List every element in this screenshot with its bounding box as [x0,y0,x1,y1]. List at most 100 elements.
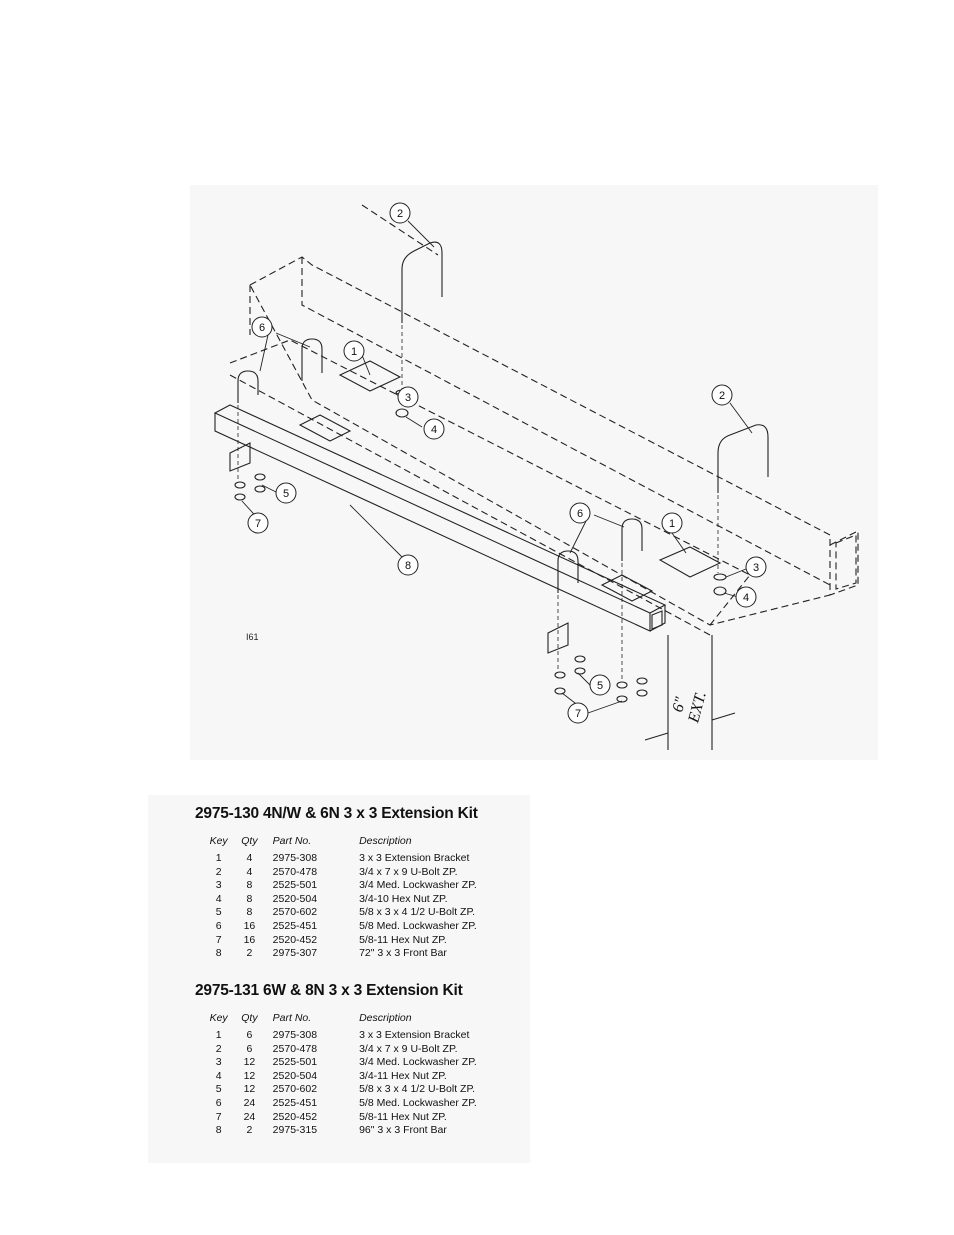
cell-key: 6 [215,919,222,932]
cell-part: 2570-602 [272,1083,318,1096]
table-row: 5 12 2570-602 5/8 x 3 x 4 1/2 U-Bolt ZP. [205,1083,525,1097]
cell-key: 7 [215,1110,222,1123]
cell-key: 1 [215,852,222,864]
drawing-code: I61 [246,632,259,642]
callout-7a: 7 [255,518,261,530]
col-desc: Description [359,1012,412,1024]
callout-3b: 3 [753,562,759,574]
callout-numbers: 2 2 6 6 1 1 3 3 4 4 5 5 7 7 8 [255,208,759,720]
cell-key: 2 [215,1042,222,1055]
cell-qty: 2 [246,1124,253,1137]
cell-qty: 4 [246,852,253,864]
table-row: 6 24 2525-451 5/8 Med. Lockwasher ZP. [205,1097,525,1111]
callout-7b: 7 [575,708,581,720]
frame-rail-outline [249,204,859,626]
cell-key: 3 [215,879,222,892]
cell-key: 3 [215,1056,222,1069]
table-header-row: Key Qty Part No. Description [205,1012,525,1029]
col-desc: Description [359,835,412,847]
cell-key: 2 [215,865,222,878]
cell-part: 2525-501 [272,1056,318,1069]
table-row: 2 4 2570-478 3/4 x 7 x 9 U-Bolt ZP. [205,866,525,880]
cell-part: 2520-504 [272,892,318,905]
kit-title: 2975-131 6W & 8N 3 x 3 Extension Kit [195,982,463,999]
cell-qty: 16 [243,919,256,932]
small-u-bolts [237,338,643,593]
callout-leaders [241,220,753,714]
cell-desc: 96" 3 x 3 Front Bar [359,1124,447,1137]
extension-dimension [644,635,736,750]
cell-part: 2570-602 [272,906,318,919]
cell-key: 4 [215,892,222,905]
cell-key: 8 [215,947,222,960]
table-row: 5 8 2570-602 5/8 x 3 x 4 1/2 U-Bolt ZP. [205,906,525,920]
cell-key: 5 [215,1083,222,1096]
callout-6a: 5 [283,488,289,500]
extension-label-line2: EXT. [685,690,710,726]
cell-key: 5 [215,906,222,919]
cell-qty: 12 [243,1056,256,1069]
kit-title: 2975-130 4N/W & 6N 3 x 3 Extension Kit [195,805,478,822]
callout-5a: 6 [259,322,265,334]
cell-key: 4 [215,1069,222,1082]
large-u-bolts [401,241,769,493]
cell-qty: 24 [243,1096,256,1109]
callout-circles [247,202,767,724]
table-row: 3 12 2525-501 3/4 Med. Lockwasher ZP. [205,1056,525,1070]
cell-desc: 3/4 Med. Lockwasher ZP. [359,879,477,892]
cell-qty: 12 [243,1083,256,1096]
cell-part: 2570-478 [272,1042,318,1055]
callout-3a: 3 [405,392,411,404]
col-key: Key [209,1012,228,1024]
col-part: Part No. [272,1012,312,1024]
parts-lists: 2975-130 4N/W & 6N 3 x 3 Extension Kit K… [148,795,530,1163]
cell-part: 2975-307 [272,947,318,960]
cell-qty: 24 [243,1110,256,1123]
cell-desc: 5/8 x 3 x 4 1/2 U-Bolt ZP. [359,1083,476,1096]
cell-desc: 5/8 Med. Lockwasher ZP. [359,1096,477,1109]
table-row: 6 16 2525-451 5/8 Med. Lockwasher ZP. [205,920,525,934]
col-part: Part No. [272,835,312,847]
cell-part: 2525-451 [272,1096,318,1109]
cell-part: 2570-478 [272,865,318,878]
cell-desc: 3 x 3 Extension Bracket [359,1029,470,1041]
cell-desc: 5/8 x 3 x 4 1/2 U-Bolt ZP. [359,906,476,919]
callout-8: 8 [405,560,411,572]
cell-qty: 6 [246,1042,253,1055]
extension-label-line1: 6" [669,695,689,714]
cell-desc: 5/8-11 Hex Nut ZP. [359,1110,447,1123]
callout-2a: 2 [397,208,403,220]
cell-key: 1 [215,1029,222,1041]
callout-5b: 6 [577,508,583,520]
explode-lines [237,325,719,681]
cell-part: 2525-451 [272,919,318,932]
cell-qty: 8 [246,906,253,919]
cell-qty: 16 [243,933,256,946]
kit-2975-131: 2975-131 6W & 8N 3 x 3 Extension Kit Key… [195,982,525,1138]
cell-part: 2520-504 [272,1069,318,1082]
exploded-parts-drawing: 2 2 6 6 1 1 3 3 4 4 5 5 7 7 8 I61 6" EXT… [190,185,878,760]
cell-desc: 3 x 3 Extension Bracket [359,852,470,864]
callout-1a: 1 [351,346,357,358]
cell-key: 7 [215,933,222,946]
cell-desc: 3/4 Med. Lockwasher ZP. [359,1056,477,1069]
cell-desc: 3/4 x 7 x 9 U-Bolt ZP. [359,865,458,878]
drawing-svg: 2 2 6 6 1 1 3 3 4 4 5 5 7 7 8 I61 6" EXT… [213,202,859,750]
cell-desc: 5/8 Med. Lockwasher ZP. [359,919,477,932]
cell-key: 6 [215,1096,222,1109]
front-bar-drawing [213,404,667,632]
cell-desc: 3/4-11 Hex Nut ZP. [359,1069,447,1082]
extension-label: 6" EXT. [669,690,710,726]
cell-qty: 4 [246,865,253,878]
lower-frame-outline [229,339,751,636]
